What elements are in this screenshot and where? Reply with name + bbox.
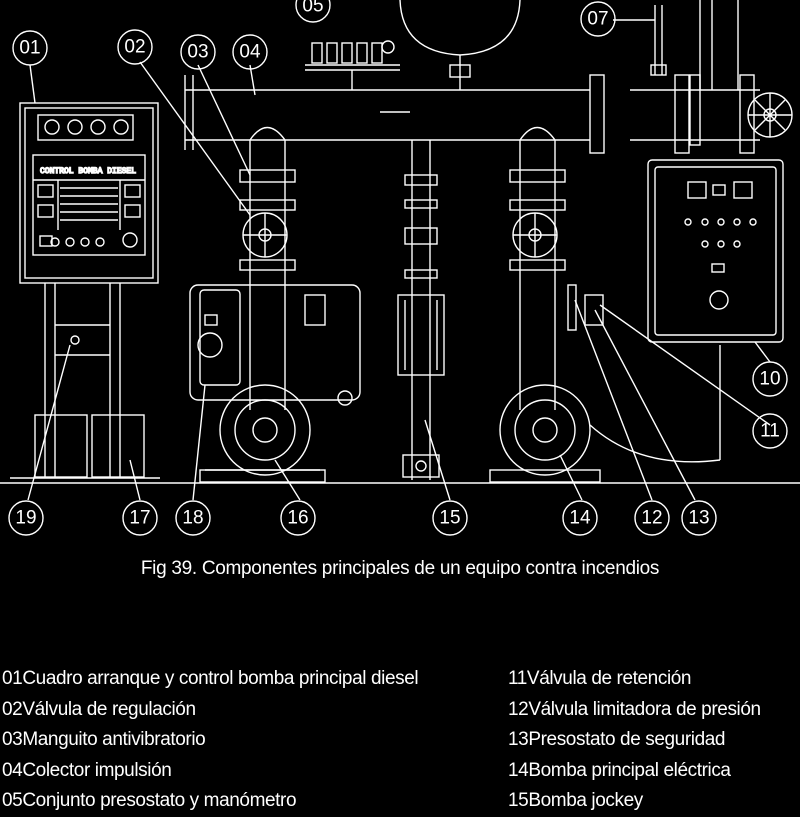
- legend-item: 01Cuadro arranque y control bomba princi…: [2, 668, 419, 689]
- legend-item: 04Colector impulsión: [2, 759, 172, 781]
- electric-control-panel: [647, 159, 784, 343]
- collector-valve: [747, 92, 793, 138]
- fire-pump-diagram: CONTROL BOMBA DIESEL: [0, 0, 800, 536]
- callout-04: 04: [239, 42, 261, 63]
- callout-16: 16: [287, 508, 308, 529]
- legend-item: 14Bomba principal eléctrica: [508, 759, 731, 781]
- legend-item: 12Válvula limitadora de presión: [508, 698, 761, 720]
- legend-item: 13Presostato de seguridad: [508, 729, 726, 750]
- legend-item: 11Válvula de retención: [508, 668, 692, 689]
- callout-03: 03: [187, 42, 208, 63]
- membrane-tank: [399, 0, 521, 90]
- callout-12: 12: [641, 508, 662, 529]
- jockey-pump: [397, 140, 445, 480]
- callout-17: 17: [129, 508, 150, 529]
- diesel-control-panel: CONTROL BOMBA DIESEL: [10, 102, 160, 479]
- legend-item: 05Conjunto presostato y manómetro: [2, 790, 297, 811]
- item-07-pipe: [650, 0, 739, 146]
- collector-pipe: [184, 74, 760, 154]
- legend-item: 03Manguito antivibratorio: [2, 729, 206, 750]
- callout-18: 18: [182, 508, 203, 529]
- diesel-pump: [189, 126, 361, 483]
- callout-10: 10: [759, 369, 780, 390]
- callout-02: 02: [124, 37, 145, 58]
- legend-left: 01Cuadro arranque y control bomba princi…: [2, 664, 419, 817]
- pressure-switch-group: [305, 40, 400, 90]
- callout-15: 15: [439, 508, 460, 529]
- callout-05: 05: [302, 0, 323, 17]
- legend-right: 11Válvula de retención 12Válvula limitad…: [508, 664, 761, 817]
- callout-07: 07: [587, 9, 608, 30]
- legend-item: 15Bomba jockey: [508, 790, 643, 811]
- callout-11: 11: [760, 421, 780, 442]
- electric-pump: [489, 126, 721, 483]
- legend-item: 02Válvula de regulación: [2, 698, 196, 720]
- callout-01: 01: [19, 38, 40, 59]
- callout-circles: [8, 0, 788, 536]
- callout-14: 14: [569, 508, 591, 529]
- callout-13: 13: [688, 508, 709, 529]
- leader-lines: [27, 19, 771, 501]
- panel-label: CONTROL BOMBA DIESEL: [40, 167, 136, 176]
- figure-caption: Fig 39. Componentes principales de un eq…: [140, 558, 660, 579]
- callout-19: 19: [15, 508, 36, 529]
